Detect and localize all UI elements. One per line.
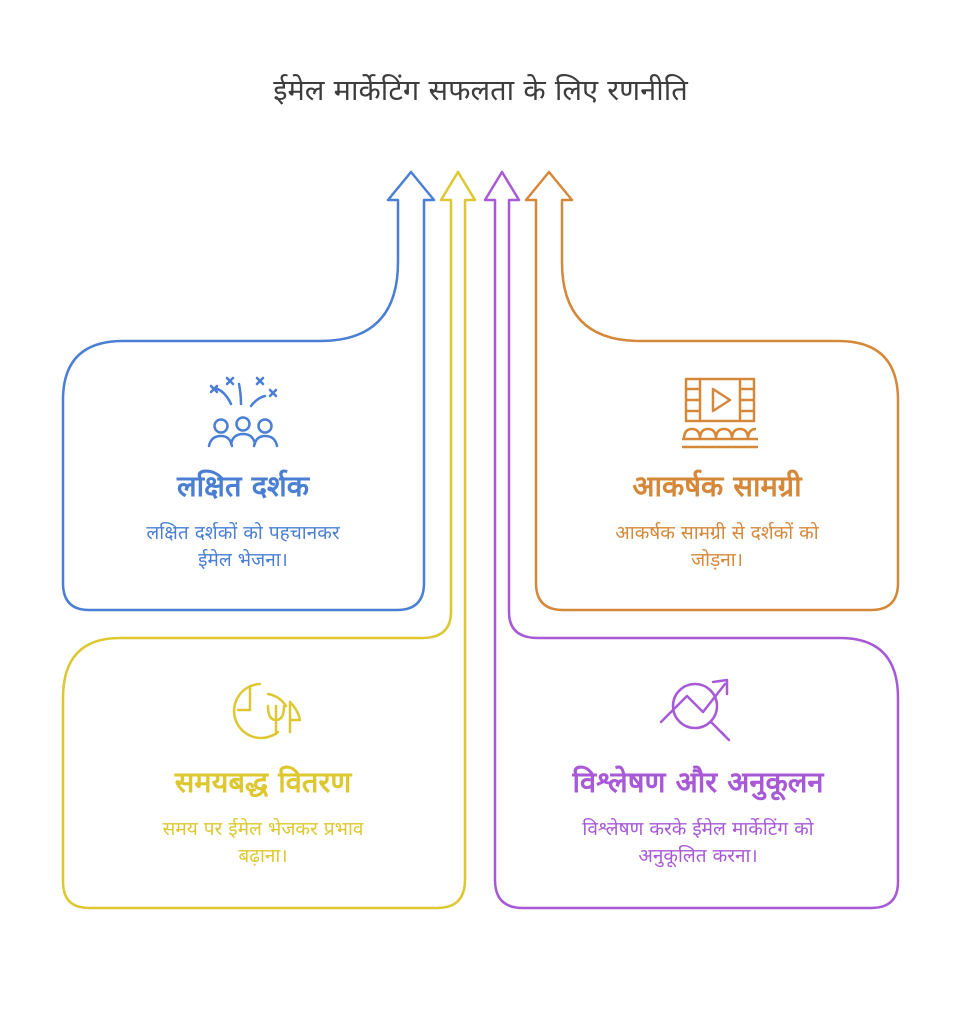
card-desc-timely-delivery: समय पर ईमेल भेजकर प्रभाव बढ़ाना। <box>98 816 428 870</box>
arrow-targeted-audience <box>61 170 436 612</box>
card-desc-line: विश्लेषण करके ईमेल मार्केटिंग को <box>582 818 814 840</box>
arrow-timely-delivery <box>61 170 477 910</box>
card-desc-line: लक्षित दर्शकों को पहचानकर <box>146 522 340 544</box>
audience-celebration-icon <box>207 376 279 448</box>
card-desc-engaging-content: आकर्षक सामग्री से दर्शकों को जोड़ना। <box>547 520 887 574</box>
card-title-targeted-audience: लक्षित दर्शक <box>177 469 309 503</box>
analytics-trend-icon <box>659 678 731 742</box>
card-desc-line: बढ़ाना। <box>238 845 288 867</box>
card-desc-line: समय पर ईमेल भेजकर प्रभाव <box>162 818 364 840</box>
card-desc-line: आकर्षक सामग्री से दर्शकों को <box>615 522 819 544</box>
card-desc-line: जोड़ना। <box>691 549 743 571</box>
video-film-icon <box>682 377 758 449</box>
diagram-title: ईमेल मार्केटिंग सफलता के लिए रणनीति <box>273 73 688 107</box>
card-desc-line: अनुकूलित करना। <box>638 845 758 867</box>
card-title-analysis-optimization: विश्लेषण और अनुकूलन <box>572 765 824 799</box>
card-desc-analysis-optimization: विश्लेषण करके ईमेल मार्केटिंग को अनुकूलि… <box>513 816 883 870</box>
card-title-timely-delivery: समयबद्ध वितरण <box>174 765 352 799</box>
card-desc-line: ईमेल भेजना। <box>198 549 288 571</box>
card-title-engaging-content: आकर्षक सामग्री <box>632 469 802 503</box>
card-desc-targeted-audience: लक्षित दर्शकों को पहचानकर ईमेल भेजना। <box>78 520 408 574</box>
clock-delivery-icon <box>232 682 302 740</box>
arrow-engaging-content <box>524 170 900 612</box>
arrow-analysis-optimization <box>483 170 900 910</box>
